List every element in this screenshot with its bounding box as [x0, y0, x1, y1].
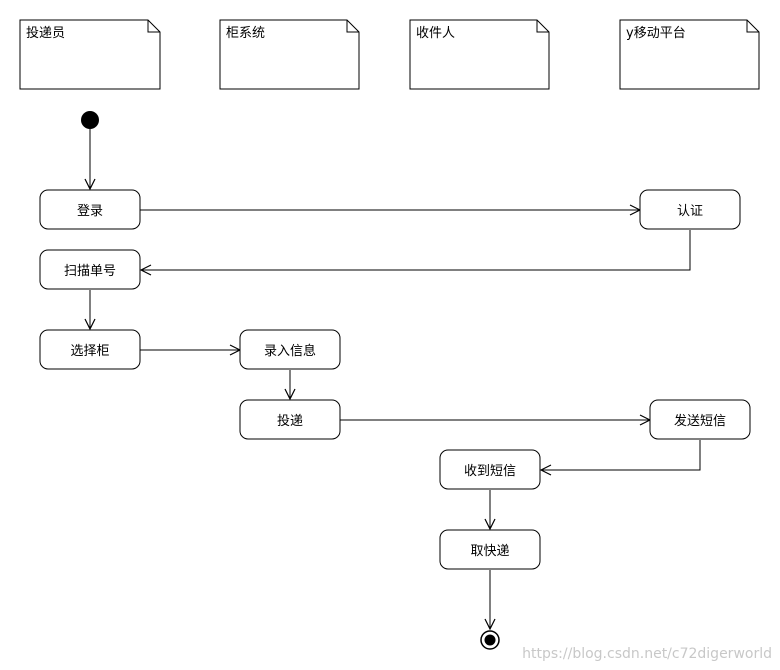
activity-scan: 扫描单号 [39, 249, 141, 290]
activity-label-pickup: 取快递 [470, 544, 509, 559]
lane-note-mobile: y移动平台 [619, 19, 760, 90]
activity-input: 录入信息 [239, 329, 341, 370]
initial-node [81, 111, 99, 129]
activity-label-send-sms: 发送短信 [674, 413, 726, 429]
activity-send-sms: 发送短信 [649, 399, 751, 440]
edge-sms-receive [541, 440, 701, 470]
lane-note-locker: 柜系统 [219, 19, 360, 90]
lane-note-recipient: 收件人 [409, 19, 550, 90]
lane-label-locker: 柜系统 [226, 26, 265, 41]
activity-label-auth: 认证 [677, 204, 703, 219]
activity-pickup: 取快递 [439, 529, 541, 570]
activity-label-receive-sms: 收到短信 [464, 464, 516, 479]
watermark-text: https://blog.csdn.net/c72digerworld [522, 646, 772, 662]
edges [90, 129, 701, 629]
activity-select: 选择柜 [39, 329, 141, 370]
final-node [480, 630, 500, 650]
lane-label-mobile: y移动平台 [626, 26, 686, 41]
edge-auth-scan [141, 230, 691, 270]
activity-receive-sms: 收到短信 [439, 449, 541, 490]
activity-label-input: 录入信息 [264, 343, 316, 359]
activity-label-scan: 扫描单号 [64, 264, 116, 279]
activity-label-login: 登录 [77, 204, 103, 219]
lane-label-courier: 投递员 [26, 25, 65, 41]
activity-label-deliver: 投递 [277, 413, 303, 429]
lane-note-courier: 投递员 [19, 19, 161, 90]
activity-auth: 认证 [639, 189, 741, 230]
activity-label-select: 选择柜 [70, 344, 109, 359]
lane-label-recipient: 收件人 [416, 26, 455, 41]
activity-login: 登录 [39, 189, 141, 230]
activity-deliver: 投递 [239, 399, 341, 440]
